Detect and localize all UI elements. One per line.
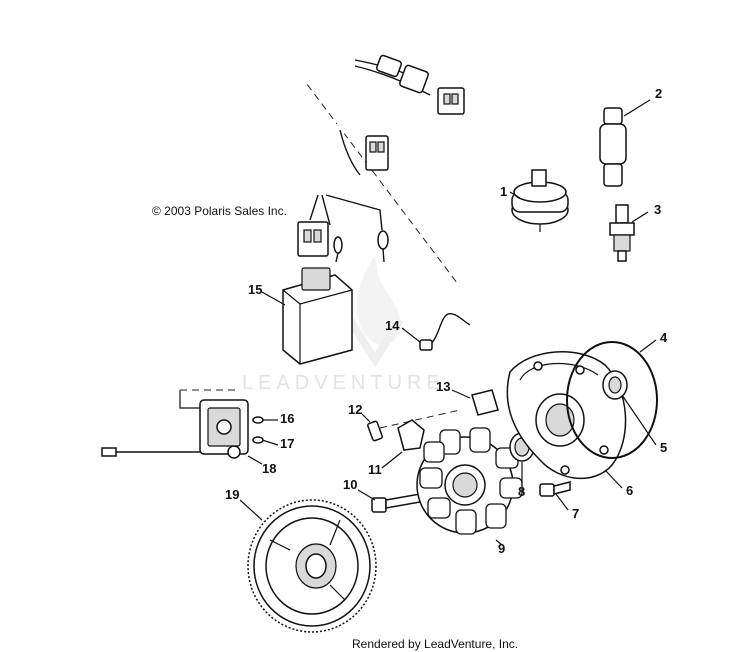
callout-12: 12 [348,402,362,417]
wiring-harness [293,32,492,347]
copyright-text: © 2003 Polaris Sales Inc. [152,204,287,218]
callout-9: 9 [498,541,505,556]
ignition-coil [511,10,614,232]
flywheel [247,499,377,633]
callout-8: 8 [518,484,525,499]
callout-19: 19 [225,487,239,502]
pulser-coil [101,389,249,459]
callout-16: 16 [280,411,294,426]
callout-14: 14 [385,318,400,333]
callout-17: 17 [280,436,294,451]
wire-clamp [397,419,425,451]
callout-11: 11 [368,462,382,477]
housing-screw [539,481,571,497]
callout-1: 1 [500,184,507,199]
bearing-seal [602,370,628,400]
cdi-module [282,267,353,365]
watermark-logo [346,255,404,368]
callout-5: 5 [660,440,667,455]
callout-3: 3 [654,202,661,217]
callout-10: 10 [343,477,357,492]
callout-13: 13 [436,379,450,394]
screw-12 [367,420,383,442]
o-ring [566,341,658,459]
callout-4: 4 [660,330,668,345]
magneto-housing [506,351,627,479]
callout-7: 7 [572,506,579,521]
callout-2: 2 [655,86,662,101]
stator-bolt [371,493,421,513]
watermark-text: LEADVENTURE [242,372,445,394]
callout-18: 18 [262,461,276,476]
stator [416,427,523,535]
rendered-by-text: Rendered by LeadVenture, Inc. [352,637,518,651]
spark-plug [609,204,635,262]
ground-screw [419,312,471,351]
spark-plug-cap [599,107,627,187]
trigger-sensor [471,389,499,416]
callout-15: 15 [248,282,262,297]
callout-6: 6 [626,483,633,498]
